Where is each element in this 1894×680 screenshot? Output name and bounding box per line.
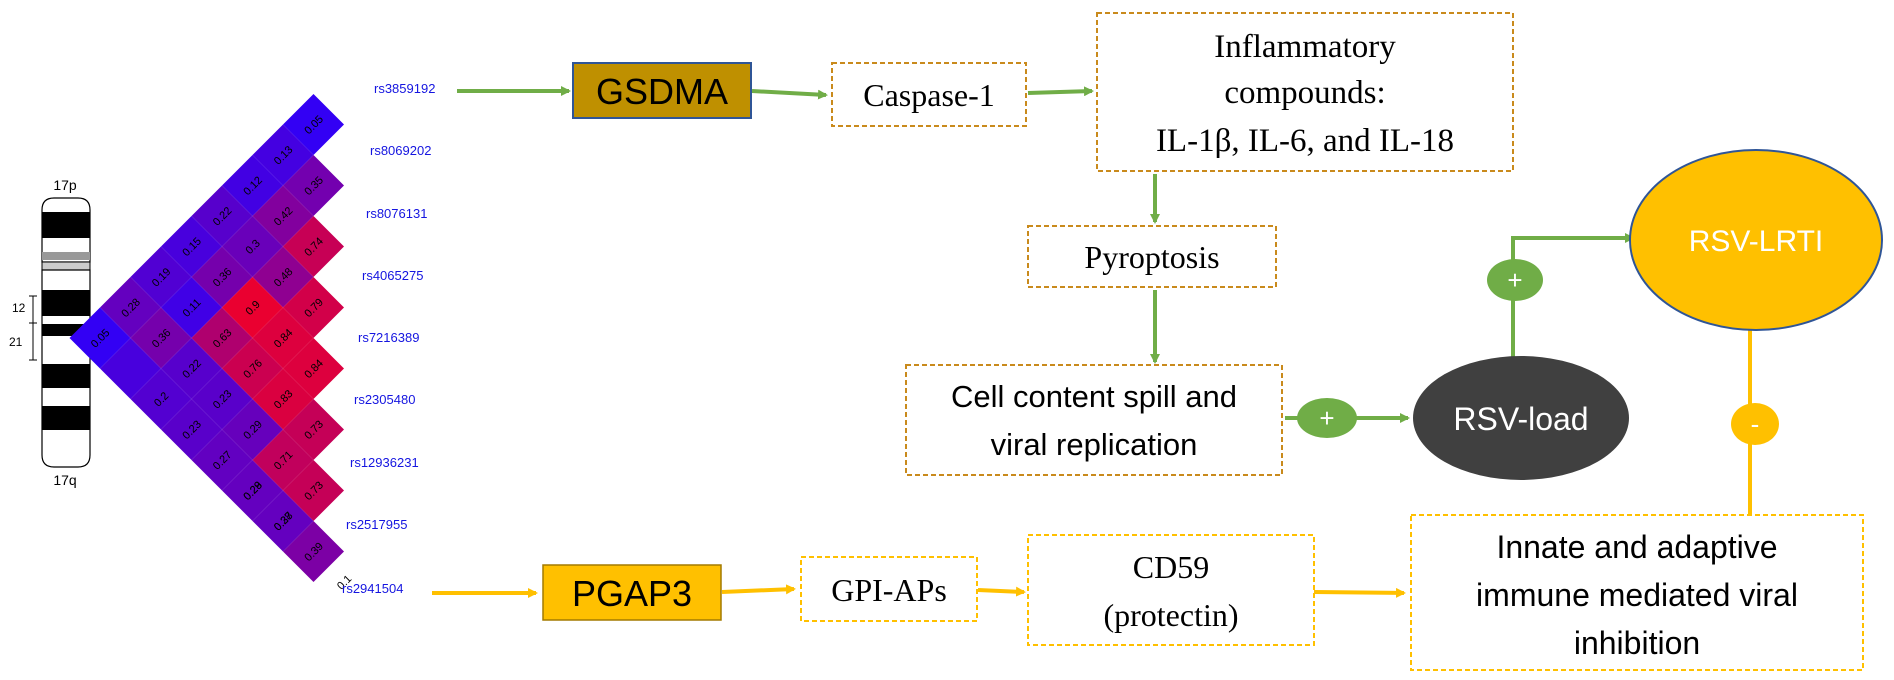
snp-label-rs7216389: rs7216389	[358, 330, 419, 345]
plus-badge-load: +	[1487, 259, 1543, 301]
chromosome-band-q1	[42, 290, 90, 316]
chromosome-band-q4	[42, 406, 90, 430]
cd59-line-1: CD59	[1133, 549, 1209, 585]
inflammatory-line-3: IL-1β, IL-6, and IL-18	[1156, 123, 1454, 159]
pgap3-node: PGAP3	[542, 564, 722, 621]
gsdma-label: GSDMA	[596, 71, 728, 112]
snp-label-rs2305480: rs2305480	[354, 392, 415, 407]
inflammatory-line-1: Inflammatory	[1214, 29, 1396, 65]
innate-node: Innate and adaptive immune mediated vira…	[1410, 514, 1864, 671]
band-label-12: 12	[12, 301, 26, 315]
snp-label-rs8069202: rs8069202	[370, 143, 431, 158]
cd59-line-2: (protectin)	[1103, 597, 1238, 633]
minus-badge-lrti: -	[1731, 403, 1779, 445]
arrow-gpi-cd59	[977, 586, 1026, 597]
pgap3-label: PGAP3	[572, 573, 692, 614]
innate-line-3: inhibition	[1574, 625, 1700, 661]
spill-line-1: Cell content spill and	[951, 379, 1237, 414]
cd59-node: CD59 (protectin)	[1027, 534, 1315, 646]
arrow-caspase-inflammatory	[1027, 86, 1094, 97]
rsv-load-node: RSV-load	[1413, 356, 1629, 480]
innate-line-1: Innate and adaptive	[1496, 529, 1777, 565]
spill-node: Cell content spill and viral replication	[905, 364, 1283, 476]
chromosome-ideogram: 17p 17q 12 21	[9, 177, 91, 488]
rsv-load-label: RSV-load	[1453, 401, 1588, 437]
gpi-label: GPI-APs	[831, 572, 947, 608]
snp-label-rs8076131: rs8076131	[366, 206, 427, 221]
inflammatory-node: Inflammatory compounds: IL-1β, IL-6, and…	[1096, 12, 1514, 172]
inflammatory-line-2: compounds:	[1224, 75, 1385, 111]
gpi-node: GPI-APs	[800, 556, 978, 622]
pyroptosis-node: Pyroptosis	[1027, 225, 1277, 288]
chromosome-band-p2	[42, 252, 90, 260]
snp-label-rs3859192: rs3859192	[374, 81, 435, 96]
caspase-node: Caspase-1	[831, 62, 1027, 127]
arrow-pgap3-gpi	[721, 584, 796, 595]
plus-badge-load-label: +	[1507, 265, 1522, 295]
plus-badge-spill-label: +	[1319, 403, 1334, 433]
chromosome-p-arm-label: 17p	[53, 177, 77, 193]
chromosome-q-arm-label: 17q	[53, 472, 76, 488]
ld-cell	[283, 521, 344, 582]
caspase-label: Caspase-1	[863, 77, 995, 113]
rsv-lrti-node: RSV-LRTI	[1629, 149, 1883, 331]
spill-line-2: viral replication	[991, 427, 1198, 462]
arrow-rsvload-lrti	[1511, 233, 1635, 358]
snp-label-rs12936231: rs12936231	[350, 455, 419, 470]
chromosome-band-p1	[42, 212, 90, 238]
gsdma-node: GSDMA	[572, 62, 752, 119]
snp-label-rs4065275: rs4065275	[362, 268, 423, 283]
chromosome-band-q3	[42, 364, 90, 388]
minus-badge-lrti-label: -	[1751, 409, 1760, 439]
pyroptosis-label: Pyroptosis	[1084, 239, 1219, 275]
innate-line-2: immune mediated viral	[1476, 577, 1798, 613]
plus-badge-spill: +	[1297, 398, 1357, 438]
band-label-21: 21	[9, 335, 23, 349]
snp-labels: rs3859192 rs8069202 rs8076131 rs4065275 rs72…	[342, 81, 435, 596]
rsv-lrti-label: RSV-LRTI	[1689, 225, 1824, 258]
arrow-gsdma-caspase	[751, 89, 828, 100]
connectors	[432, 86, 1752, 598]
snp-label-rs2517955: rs2517955	[346, 517, 407, 532]
ld-heatmap: 0.050.130.120.220.150.190.280.050.350.42…	[69, 94, 354, 592]
chromosome-band-p3	[41, 261, 91, 271]
snp-label-rs2941504: rs2941504	[342, 581, 403, 596]
arrow-cd59-innate	[1313, 587, 1406, 598]
